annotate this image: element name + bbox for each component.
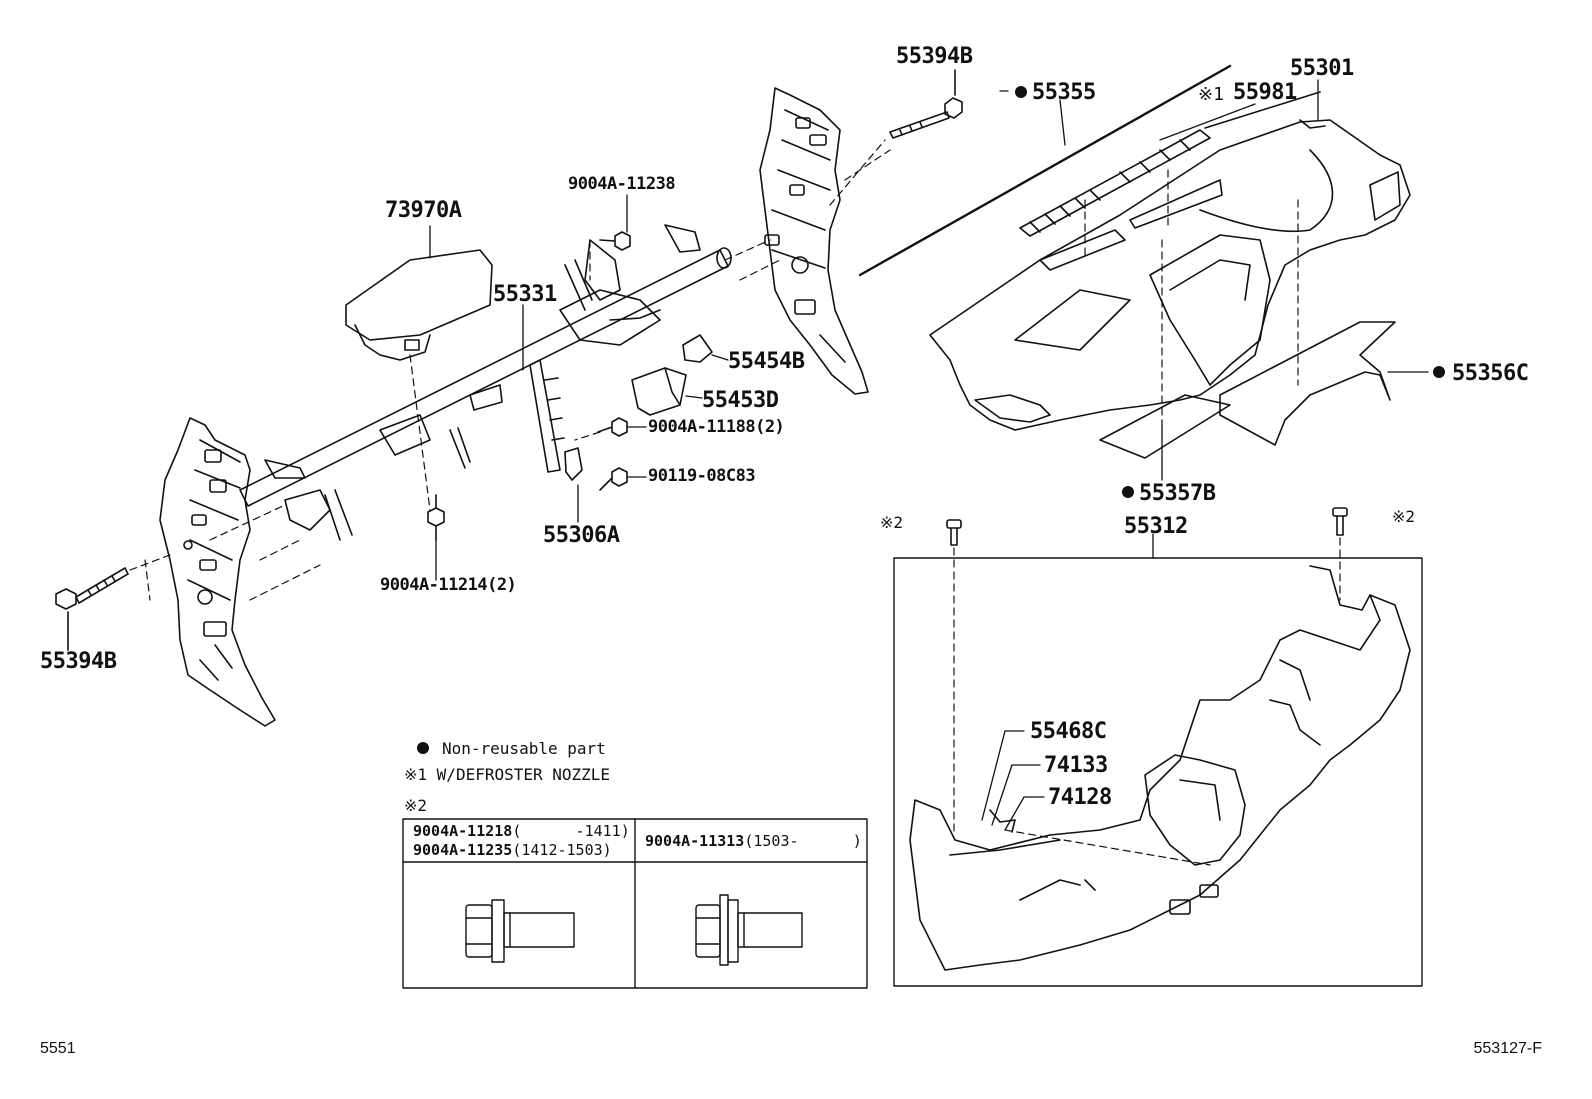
label-55357b: 55357B xyxy=(1139,481,1216,506)
label-55312: 55312 xyxy=(1124,514,1188,539)
bolt-9004a-11188 xyxy=(597,417,628,437)
bolt-9004a-11238 xyxy=(599,231,631,251)
label-55453d: 55453D xyxy=(702,388,779,413)
label-mark2-left: ※2 xyxy=(880,513,904,532)
instrument-panel-55301 xyxy=(858,64,1411,431)
label-9004a-11214: 9004A-11214(2) xyxy=(380,575,517,595)
bolt-55394b-top xyxy=(889,69,963,139)
label-9004a-11188: 9004A-11188(2) xyxy=(648,417,785,437)
label-90119-08c83: 90119-08C83 xyxy=(648,466,756,486)
screw-mark2-right xyxy=(1332,507,1348,536)
label-55454b: 55454B xyxy=(728,349,805,374)
label-mark2-right: ※2 xyxy=(1392,507,1416,526)
table-col1-line2-range: (1412-1503) xyxy=(512,841,612,859)
label-9004a-11238: 9004A-11238 xyxy=(568,174,676,194)
label-55301: 55301 xyxy=(1290,56,1354,81)
bolt-9004a-11214 xyxy=(427,494,445,541)
left-side-bracket xyxy=(159,417,276,727)
legend-non-reusable: Non-reusable part xyxy=(442,739,606,758)
label-55981: 55981 xyxy=(1233,80,1297,105)
label-55468c: 55468C xyxy=(1030,719,1107,744)
table-col2: 9004A-11313(1503- ) xyxy=(645,834,862,849)
label-55394b-left: 55394B xyxy=(40,649,117,674)
table-col2-range: (1503- ) xyxy=(744,832,862,850)
bolt-90119-08c83 xyxy=(599,467,628,491)
table-col2-part: 9004A-11313 xyxy=(645,832,745,850)
dashed-alignment-lines xyxy=(129,139,1341,866)
table-col1-line1-part: 9004A-11218 xyxy=(413,822,513,840)
bolt-illustration-right xyxy=(695,894,803,966)
screw-mark2-left xyxy=(946,519,962,546)
label-74128: 74128 xyxy=(1048,785,1112,810)
table-col1-line1: 9004A-11218( -1411) xyxy=(413,824,630,839)
table-col1-line2-part: 9004A-11235 xyxy=(413,841,513,859)
right-side-bracket xyxy=(759,87,869,395)
footer-left-code: 5551 xyxy=(40,1040,76,1057)
bracket-55453d xyxy=(631,367,687,416)
label-73970a: 73970A xyxy=(385,198,462,223)
label-55355: 55355 xyxy=(1032,80,1096,105)
lower-panel-frame xyxy=(893,557,1423,987)
footer-right-code: 553127-F xyxy=(1473,1040,1543,1057)
bolt-55394b-left xyxy=(55,567,129,651)
legend-note2: ※2 xyxy=(404,796,428,815)
label-74133: 74133 xyxy=(1044,753,1108,778)
fastener-table xyxy=(402,818,868,989)
leader-lines xyxy=(429,79,1429,831)
dash-reinforcement-beam xyxy=(239,224,732,541)
bracket-55454b xyxy=(682,334,713,363)
label-55981-mark: ※1 xyxy=(1198,84,1224,105)
table-col1-line2: 9004A-11235(1412-1503) xyxy=(413,843,612,858)
label-55306a: 55306A xyxy=(543,523,620,548)
non-reusable-markers xyxy=(417,86,1445,754)
airbag-73970a xyxy=(345,249,493,361)
pad-55356c xyxy=(1219,321,1396,446)
legend-note1: ※1 W/DEFROSTER NOZZLE xyxy=(404,765,611,784)
table-col1-line1-range: ( -1411) xyxy=(512,822,630,840)
label-55394b-top: 55394B xyxy=(896,44,973,69)
defroster-nozzle-55981 xyxy=(1204,91,1321,129)
label-55331: 55331 xyxy=(493,282,557,307)
pad-55357b xyxy=(1099,394,1231,459)
bolt-illustration-left xyxy=(465,899,575,963)
bracket-55306a xyxy=(564,447,583,481)
lower-panel-55312 xyxy=(909,565,1411,971)
label-55356c: 55356C xyxy=(1452,361,1529,386)
